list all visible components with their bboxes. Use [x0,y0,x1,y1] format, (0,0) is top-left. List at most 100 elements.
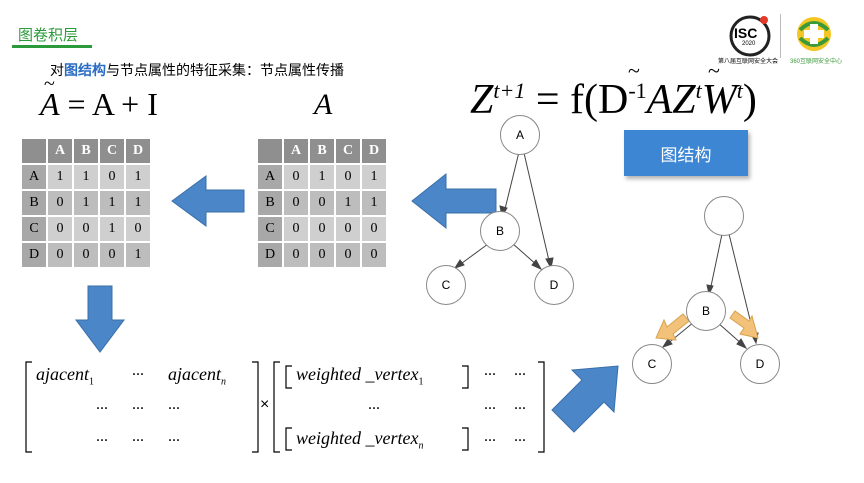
matrix-a-row-label: A [258,165,282,189]
matrix-a-tilde-cell: 1 [126,191,150,215]
matrix-a-tilde-cell: 1 [126,165,150,189]
matrix-a-tilde-header-cell [22,139,46,163]
down-arrow [75,285,125,353]
matrix-a-header-cell [258,139,282,163]
adj-dots-r2c2: ... [132,396,144,413]
slide-subtitle: 对图结构与节点属性的特征采集：节点属性传播 [50,60,344,80]
main-rhs2: AZ [646,77,696,123]
isc-logo: ISC 2020 [728,14,772,58]
adj-last-text: ajacent [168,364,221,384]
graph-structure-button[interactable]: 图结构 [624,130,748,176]
matrix-a-header-cell: B [310,139,334,163]
a-tilde-formula: A = A + I [40,86,158,122]
graph1-node-c: C [426,265,466,305]
tilde-d: ~ [628,58,640,83]
graph1-node-b: B [480,211,520,251]
matrix-a-cell: 0 [362,243,386,267]
main-rhs3-sup: t [736,78,743,103]
wv-dots-r3c3: ... [514,428,526,445]
isc-logo-text: ISC [734,25,758,41]
adj-dots-row1: ... [132,362,144,379]
matrix-a-cell: 0 [284,191,308,215]
matrix-a-cell: 0 [310,191,334,215]
subtitle-pre: 对 [50,62,64,78]
matrix-a-header-cell: C [336,139,360,163]
wv-first-sub: 1 [418,376,424,388]
main-rhs3: W [701,77,737,123]
matrix-a-tilde-header-cell: A [48,139,72,163]
matrix-a-tilde-row-label: C [22,217,46,241]
matrix-a-tilde-cell: 0 [48,217,72,241]
matrix-a-tilde-row-label: B [22,191,46,215]
graph1-node-d: D [534,265,574,305]
brand-logo [794,14,834,54]
a-label: A [314,88,333,121]
a-tilde-tilde: ~ [44,73,55,95]
brand-caption: 360互联网安全中心 [790,59,843,65]
wv-first-text: weighted _vertex [296,364,419,384]
slide-title: 图卷积层 [18,27,79,44]
matrix-a-tilde-cell: 0 [100,165,124,189]
matrix-a-cell: 1 [362,165,386,189]
main-sup: t+1 [493,78,526,103]
matrix-a-tilde-cell: 1 [100,191,124,215]
graph2-node-b: B [686,291,726,331]
matrix-a-cell: 0 [336,165,360,189]
matrix-a-row-label: B [258,191,282,215]
matrix-a-tilde-row-label: D [22,243,46,267]
matrix-a-cell: 0 [284,243,308,267]
adj-dots-r3c3: ... [168,428,180,445]
wv-last: weighted _vertexn [296,428,423,452]
matrix-a-tilde-cell: 1 [48,165,72,189]
adj-dots-r2c1: ... [96,396,108,413]
matrix-a-tilde-cell: 1 [74,191,98,215]
subtitle-post: 与节点属性的特征采集：节点属性传播 [106,62,344,78]
matrix-a-cell: 0 [336,243,360,267]
isc-logo-icon [729,15,771,57]
isc-logo-year: 2020 [742,41,756,47]
main-close: ) [742,77,757,123]
matrix-a-row-label: D [258,243,282,267]
adj-last-sub: n [220,376,226,388]
main-formula: Zt+1 = f(D-1AZtWt) [470,76,757,124]
matrix-a-cell: 0 [362,217,386,241]
small-arrow-left [655,313,690,341]
matrix-a-cell: 1 [336,191,360,215]
brand-logo-icon [797,17,831,51]
wv-dots-r2c3: ... [514,396,526,413]
matrix-a-cell: 0 [310,217,334,241]
adj-first-sub: 1 [88,376,94,388]
matrix-a-tilde-cell: 0 [126,217,150,241]
wv-dots-r2c2: ... [484,396,496,413]
matrix-a-cell: 0 [336,217,360,241]
matrix-a-tilde-header-cell: B [74,139,98,163]
left-arrow-1 [171,175,245,227]
matrix-a-tilde-header-cell: D [126,139,150,163]
wv-last-text: weighted _vertex [296,428,419,448]
main-rhs2-sup: t [695,78,702,103]
wv-dots-r1c3: ... [514,362,526,379]
main-lhs: Z [470,77,494,123]
matrix-a-tilde-cell: 0 [100,243,124,267]
title-underline [12,45,92,48]
matrix-a-cell: 0 [284,217,308,241]
matrix-a-header-cell: D [362,139,386,163]
matrix-a-tilde-cell: 1 [126,243,150,267]
graph2-node-top [704,196,744,236]
logo-divider [780,14,781,58]
subtitle-highlight: 图结构 [64,62,106,78]
diagonal-arrow [551,365,619,433]
main-rhs: = f(D [525,77,629,123]
matrix-a-cell: 1 [310,165,334,189]
adj-first: ajacent1 [36,364,94,388]
adj-last: ajacentn [168,364,226,388]
